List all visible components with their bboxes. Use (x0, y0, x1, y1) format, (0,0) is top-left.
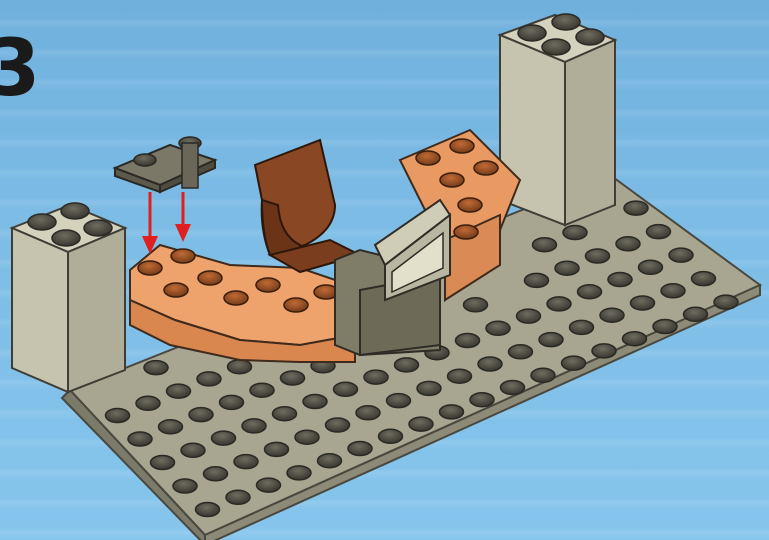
baseplate-stud (525, 273, 549, 287)
baseplate-stud (189, 408, 213, 422)
baseplate-stud (533, 238, 557, 252)
baseplate-stud (356, 406, 380, 420)
baseplate-stud (151, 456, 175, 470)
baseplate-stud (196, 503, 220, 517)
baseplate-stud (653, 320, 677, 334)
baseplate-stud (440, 405, 464, 419)
baseplate-stud (470, 393, 494, 407)
baseplate-stud (592, 344, 616, 358)
baseplate-stud (692, 272, 716, 286)
baseplate-stud (159, 420, 183, 434)
baseplate-stud (228, 360, 252, 374)
baseplate-stud (128, 432, 152, 446)
baseplate-stud (364, 370, 388, 384)
baseplate-stud (303, 395, 327, 409)
baseplate-stud (204, 467, 228, 481)
baseplate-stud (600, 308, 624, 322)
baseplate-stud (257, 478, 281, 492)
baseplate-stud (661, 284, 685, 298)
baseplate-stud (448, 369, 472, 383)
baseplate-stud (586, 249, 610, 263)
baseplate-stud (684, 307, 708, 321)
baseplate-stud (417, 381, 441, 395)
baseplate-stud (220, 395, 244, 409)
baseplate-stud (669, 248, 693, 262)
baseplate-stud (624, 201, 648, 215)
baseplate-stud (387, 394, 411, 408)
baseplate-stud (555, 261, 579, 275)
baseplate-stud (501, 381, 525, 395)
brown-chair (255, 140, 360, 272)
baseplate-stud (509, 345, 533, 359)
baseplate-stud (144, 361, 168, 375)
baseplate-stud (250, 383, 274, 397)
computer-register (335, 200, 450, 355)
baseplate-stud (197, 372, 221, 386)
gray-plate-piece (115, 137, 215, 192)
baseplate-stud (318, 454, 342, 468)
baseplate-stud (570, 320, 594, 334)
baseplate-stud (539, 333, 563, 347)
baseplate-stud (379, 429, 403, 443)
baseplate-stud (295, 430, 319, 444)
baseplate-stud (517, 309, 541, 323)
baseplate-stud (478, 357, 502, 371)
baseplate-stud (409, 417, 433, 431)
baseplate-stud (273, 407, 297, 421)
baseplate-stud (714, 295, 738, 309)
baseplate-stud (334, 382, 358, 396)
baseplate-stud (226, 490, 250, 504)
baseplate-stud (647, 225, 671, 239)
baseplate-stud (456, 334, 480, 348)
baseplate-stud (281, 371, 305, 385)
baseplate-stud (631, 296, 655, 310)
baseplate-stud (167, 384, 191, 398)
baseplate-stud (287, 466, 311, 480)
baseplate-stud (464, 298, 488, 312)
arrow-down-icon (175, 224, 191, 242)
baseplate-stud (136, 396, 160, 410)
baseplate-stud (578, 285, 602, 299)
back-pillar (500, 14, 615, 225)
baseplate-stud (616, 237, 640, 251)
baseplate-stud (106, 409, 130, 423)
baseplate-stud (547, 297, 571, 311)
left-pillar (12, 203, 125, 392)
baseplate-stud (639, 260, 663, 274)
baseplate-stud (623, 332, 647, 346)
baseplate-stud (173, 479, 197, 493)
baseplate-stud (326, 418, 350, 432)
baseplate-stud (531, 368, 555, 382)
baseplate-stud (181, 443, 205, 457)
baseplate-stud (348, 442, 372, 456)
baseplate-stud (242, 419, 266, 433)
baseplate-stud (608, 273, 632, 287)
baseplate-stud (563, 226, 587, 240)
placement-arrows (142, 192, 191, 254)
baseplate-stud (562, 356, 586, 370)
baseplate-stud (234, 455, 258, 469)
baseplate-stud (395, 358, 419, 372)
baseplate-stud (212, 431, 236, 445)
baseplate-stud (265, 442, 289, 456)
baseplate-stud (486, 321, 510, 335)
